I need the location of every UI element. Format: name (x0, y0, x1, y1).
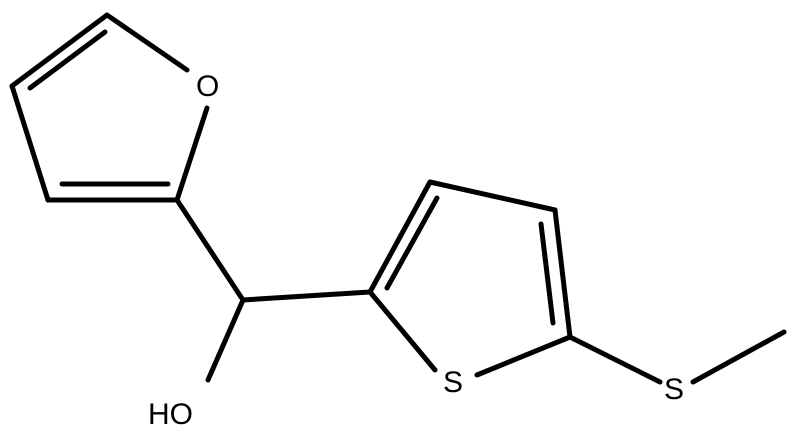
bond-s-t2 (367, 289, 438, 373)
thiophene-sulfur-label: S (443, 366, 463, 399)
methylthio-group (567, 329, 787, 385)
bond-s-methyl (690, 329, 787, 385)
bond-c3-c4 (9, 12, 110, 89)
bond-ch-oh (205, 297, 246, 383)
hydroxyl-label: HO (148, 398, 193, 431)
bond-t2-t3 (367, 179, 433, 295)
bond-t4-t5 (552, 207, 573, 340)
furan-oxygen-label: O (196, 70, 219, 103)
bond-t4-t5-double (538, 221, 556, 326)
bond-c5-o (174, 105, 210, 203)
furan-ring (9, 12, 210, 203)
bond-furan-ch (174, 197, 246, 303)
bond-t5-sme (567, 334, 663, 385)
bond-t3-t4 (427, 179, 558, 213)
bond-c2-c3 (9, 83, 51, 203)
bond-ch-thiophene (240, 289, 373, 303)
bond-t5-s (474, 334, 573, 378)
bond-c4-c5 (104, 12, 190, 73)
carbinol-bonds (174, 197, 373, 383)
bond-t2-t3-double (384, 195, 440, 291)
bond-c3-c4-double (27, 29, 108, 91)
thioether-sulfur-label: S (664, 373, 684, 406)
thiophene-ring (367, 179, 573, 378)
